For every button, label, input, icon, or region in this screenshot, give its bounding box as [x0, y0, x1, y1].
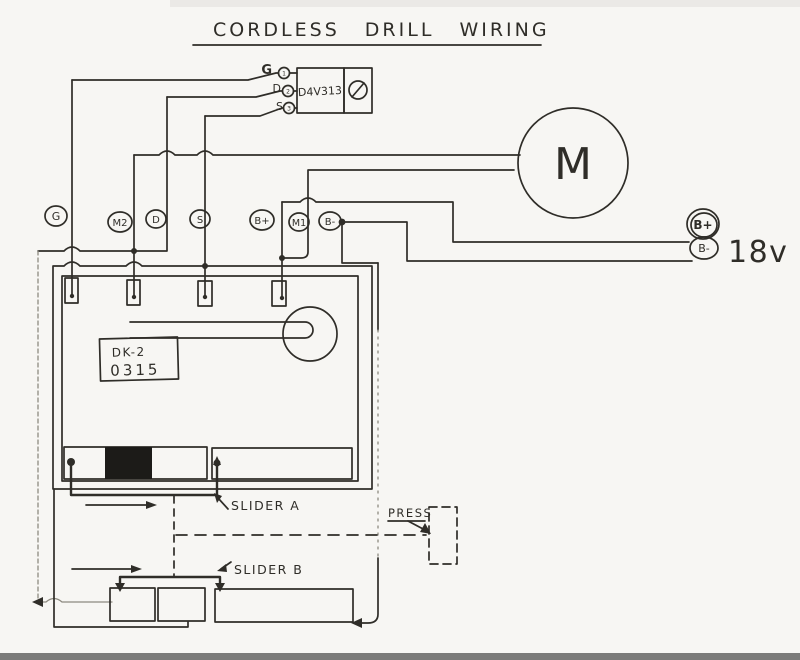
wire-bminus-down: [341, 223, 379, 264]
terminal-g-label: G: [52, 210, 61, 223]
battery-positive-label: B+: [693, 218, 712, 232]
slider-b-bracket: [118, 575, 222, 587]
page-title: CORDLESS DRILL WIRING: [213, 19, 550, 41]
slider-a-link-wire: [69, 460, 219, 497]
wire-m1-to-motor: [283, 169, 515, 259]
arrowhead-slider-b-direction: [131, 565, 142, 573]
connector-slot-3: [197, 280, 213, 307]
battery-voltage: 18v: [728, 235, 788, 270]
press-linkage: PRESS: [173, 495, 458, 577]
pin-s-number: 3: [287, 106, 291, 113]
motor: M: [517, 107, 629, 219]
terminal-m1-label: M1: [292, 218, 306, 229]
slider-a-annotation: SLIDER A: [85, 493, 300, 513]
scan-smudge-bottom: [0, 653, 800, 660]
terminal-d-label: D: [152, 215, 160, 226]
contact-bar: [129, 321, 314, 339]
slider-a-track-right: [211, 447, 353, 480]
motor-label: M: [554, 139, 592, 190]
pin-s-ring-terminal-icon: [282, 101, 296, 115]
scan-smudge-top: [170, 0, 800, 7]
terminal-bminus-circle: [318, 211, 342, 231]
pin-g-ring-terminal-icon: [277, 66, 291, 80]
switch-housing: DK-2 0315: [52, 261, 373, 497]
terminal-bminus-label: B-: [325, 217, 336, 228]
screw-terminal-icon: [348, 80, 368, 100]
module-id-line2: 0315: [110, 360, 161, 379]
pin-s-label: S: [276, 100, 283, 113]
arrowhead-slider-a-direction: [146, 501, 157, 509]
pin-g-label: G: [261, 63, 272, 78]
terminal-s-circle: [189, 209, 211, 229]
terminal-m2-label: M2: [113, 218, 128, 229]
arrowhead-bracket-right: [215, 583, 225, 592]
slot-contact-dot: [279, 295, 285, 301]
arrowhead-slider-b-pointer: [217, 564, 227, 572]
arrowhead-left-wire: [32, 597, 43, 607]
module-id-line1: DK-2: [112, 345, 146, 360]
module-id-box: DK-2 0315: [98, 336, 180, 382]
battery-negative-circle: [689, 236, 719, 260]
slider-a-label: SLIDER A: [231, 498, 300, 513]
wire-right-drop-lower: [357, 557, 379, 624]
terminal-m2-circle: [107, 211, 133, 233]
pin-d-number: 2: [286, 89, 290, 96]
wire-to-battery-positive: [281, 197, 690, 243]
slider-b-box-1: [109, 587, 156, 622]
press-label: PRESS: [388, 506, 432, 520]
terminal-s-label: S: [197, 215, 203, 226]
slot-contact-dot: [202, 294, 208, 300]
slider-a-pointer: [217, 497, 229, 510]
wire-to-battery-negative: [341, 221, 693, 262]
wire-drain-vertical: [37, 96, 168, 252]
battery-terminals: B+ B- 18v: [686, 208, 788, 270]
module-id-outline: [98, 336, 180, 382]
slider-b-box-2: [157, 587, 206, 622]
terminal-d-circle: [145, 209, 167, 229]
motor-circle: [517, 107, 629, 219]
pin-g-number: 1: [282, 71, 286, 78]
controller-block: D4V313 G 1 D 2 S 3: [261, 63, 373, 115]
slider-b-label: SLIDER B: [234, 562, 303, 577]
terminal-g-circle: [44, 205, 68, 227]
wiring: [32, 72, 693, 628]
housing-outer-outline: [52, 261, 373, 490]
terminal-m1-circle: [288, 212, 310, 232]
arrowhead-slider-a-pointer: [214, 493, 222, 503]
housing-inner-outline: [61, 275, 359, 482]
slot-contact-dot: [69, 293, 75, 299]
controller-label: D4V313: [298, 84, 343, 99]
arrowhead-into-slider-b-track: [351, 618, 362, 628]
slider-b-box-3: [214, 588, 354, 623]
terminal-bplus-circle: [249, 209, 275, 231]
connector-slot-1: [64, 277, 79, 304]
wire-m2-to-motor: [133, 150, 521, 156]
screw-slot-icon: [351, 82, 365, 98]
pin-d-label: D: [273, 82, 281, 95]
slider-a-black-block: [105, 447, 152, 479]
slot-contact-dot: [131, 294, 137, 300]
connector-slot-2: [126, 279, 141, 306]
wire-left-bottom-return: [53, 488, 189, 628]
junction-dot: [279, 255, 285, 261]
pin-d-ring-terminal-icon: [281, 84, 295, 98]
connector-slot-4: [271, 280, 287, 307]
arrowhead-slider-a-link: [213, 456, 221, 465]
battery-positive-circle: [686, 208, 720, 240]
junction-dot: [131, 248, 137, 254]
wire-left-faint-to-box: [37, 597, 113, 603]
terminal-labels: G M2 D S B+ M1 B-: [44, 205, 342, 233]
controller-screw-section: [343, 67, 373, 114]
slider-b-assembly: SLIDER B: [71, 561, 354, 623]
terminal-bplus-label: B+: [254, 216, 269, 227]
battery-negative-label: B-: [698, 242, 710, 255]
press-button-box: [428, 506, 458, 565]
rotary-contact-circle: [282, 306, 338, 362]
